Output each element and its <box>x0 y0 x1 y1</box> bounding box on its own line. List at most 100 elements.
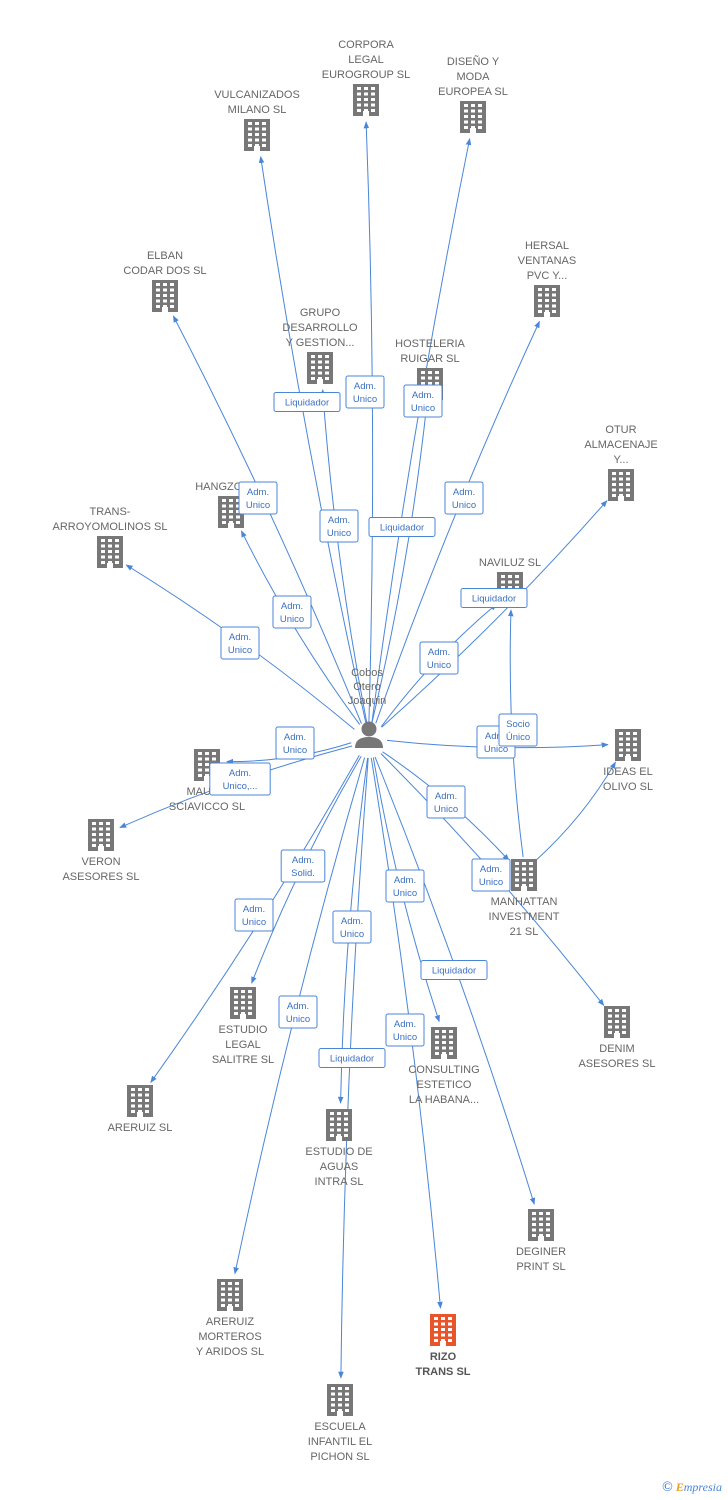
svg-text:Liquidador: Liquidador <box>380 523 424 534</box>
building-icon <box>615 729 641 761</box>
building-icon <box>230 987 256 1019</box>
edge-hersal <box>375 320 540 724</box>
edge-role-label: Liquidador <box>460 588 528 608</box>
copyright-notice: © Empresia <box>662 1480 722 1496</box>
building-icon <box>88 819 114 851</box>
edge-role-label: Adm.Unico,... <box>209 762 271 796</box>
edge-escuela <box>338 757 369 1379</box>
edge-role-label: Adm.Unico <box>444 481 484 515</box>
edge-role-label: Adm.Unico <box>278 995 318 1029</box>
edge-labels-layer: Adm.UnicoAdm.UnicoLiquidadorAdm.UnicoLiq… <box>209 375 538 1068</box>
svg-text:Adm.Unico: Adm.Unico <box>280 601 304 625</box>
building-icon <box>511 859 537 891</box>
edge-role-label: Adm.Unico <box>426 785 466 819</box>
edge-role-label: Adm.Unico <box>419 641 459 675</box>
edge-role-label: Adm.Unico <box>403 384 443 418</box>
brand-name: Empresia <box>675 1480 722 1494</box>
edge-role-label: Adm.Unico <box>385 869 425 903</box>
svg-text:Adm.Unico: Adm.Unico <box>427 647 451 671</box>
svg-text:Adm.Unico: Adm.Unico <box>393 875 417 899</box>
building-icon <box>326 1109 352 1141</box>
svg-text:Adm.Unico: Adm.Unico <box>452 487 476 511</box>
svg-text:Liquidador: Liquidador <box>432 966 476 977</box>
edge-ideas <box>534 761 616 862</box>
edge-role-label: Adm.Unico <box>238 481 278 515</box>
edge-corpora <box>363 121 374 723</box>
svg-text:Adm.Unico: Adm.Unico <box>340 916 364 940</box>
person-icon <box>355 721 383 748</box>
company-label: NAVILUZ SL <box>479 557 541 569</box>
svg-text:Liquidador: Liquidador <box>472 594 516 605</box>
edge-hangzou <box>240 530 361 725</box>
building-icon <box>608 469 634 501</box>
building-icon <box>528 1209 554 1241</box>
building-icon <box>327 1384 353 1416</box>
company-node-trans[interactable]: TRANS-ARROYOMOLINOS SL <box>53 506 168 568</box>
svg-text:Adm.Unico: Adm.Unico <box>353 381 377 405</box>
building-icon <box>460 101 486 133</box>
building-icon <box>534 285 560 317</box>
company-node-areruiz[interactable]: ARERUIZ SL <box>108 1085 173 1134</box>
building-icon <box>217 1279 243 1311</box>
edge-elban <box>172 315 362 724</box>
edge-vulcanizados <box>258 155 367 723</box>
svg-text:Adm.Unico: Adm.Unico <box>228 632 252 656</box>
edge-role-label: Adm.Solid. <box>280 849 326 883</box>
building-icon <box>431 1027 457 1059</box>
edge-role-label: Liquidador <box>273 392 341 412</box>
edge-role-label: Adm.Unico <box>471 858 511 892</box>
svg-text:Liquidador: Liquidador <box>330 1054 374 1065</box>
edge-role-label: Adm.Unico <box>275 726 315 760</box>
edge-otur <box>381 500 608 728</box>
edge-role-label: Adm.Unico <box>220 626 260 660</box>
svg-text:Adm.Unico: Adm.Unico <box>283 732 307 756</box>
edge-role-label: Adm.Unico <box>385 1013 425 1047</box>
company-label: TRANS-ARROYOMOLINOS SL <box>53 506 168 533</box>
svg-text:Adm.Unico: Adm.Unico <box>327 515 351 539</box>
svg-text:Liquidador: Liquidador <box>285 398 329 409</box>
svg-text:Adm.Unico: Adm.Unico <box>411 390 435 414</box>
svg-text:Adm.Unico: Adm.Unico <box>242 904 266 928</box>
svg-text:Adm.Unico: Adm.Unico <box>286 1001 310 1025</box>
svg-text:Adm.Solid.: Adm.Solid. <box>291 855 315 879</box>
building-icon <box>353 84 379 116</box>
